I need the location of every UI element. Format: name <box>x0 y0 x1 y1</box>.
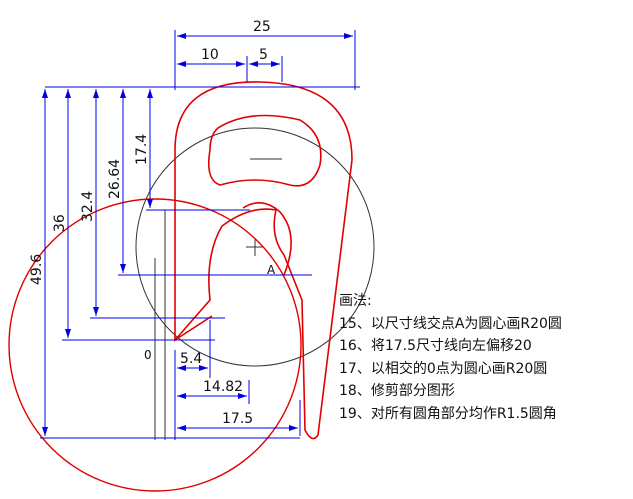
dimension-lines <box>42 33 353 436</box>
dim-width-total: 25 <box>253 19 271 35</box>
dim-height-26-64: 26.64 <box>107 159 123 199</box>
dim-width-left: 10 <box>201 47 219 63</box>
note-step: 16、将17.5尺寸线向左偏移20 <box>339 338 532 355</box>
point-o-label: 0 <box>144 348 152 362</box>
note-step: 15、以尺寸线交点A为圆心画R20圆 <box>339 315 562 332</box>
upper-slot-outline <box>207 114 322 187</box>
dim-height-total: 49.6 <box>29 254 45 285</box>
construction-circle-r20 <box>135 127 375 367</box>
part-outline <box>174 81 353 440</box>
point-a-label: A <box>267 263 276 277</box>
extension-lines <box>40 30 360 440</box>
dim-horiz-17-5: 17.5 <box>222 411 253 427</box>
notes-title: 画法: <box>339 293 372 309</box>
dim-horiz-5-4: 5.4 <box>180 351 202 367</box>
dim-width-slot: 5 <box>259 47 268 63</box>
dim-height-36: 36 <box>52 214 68 232</box>
dim-horiz-14-82: 14.82 <box>203 379 243 395</box>
drawing-notes: 画法: 15、以尺寸线交点A为圆心画R20圆 16、将17.5尺寸线向左偏移20… <box>339 290 631 426</box>
note-step: 18、修剪部分图形 <box>339 383 455 400</box>
dim-height-17-4: 17.4 <box>134 134 150 165</box>
note-step: 19、对所有圆角部分均作R1.5圆角 <box>339 405 557 422</box>
inner-arc <box>242 202 292 276</box>
dim-height-32-4: 32.4 <box>80 191 96 222</box>
note-step: 17、以相交的0点为圆心画R20圆 <box>339 360 548 377</box>
red-circle-r20 <box>8 198 302 492</box>
diagonal-cut <box>174 315 213 341</box>
